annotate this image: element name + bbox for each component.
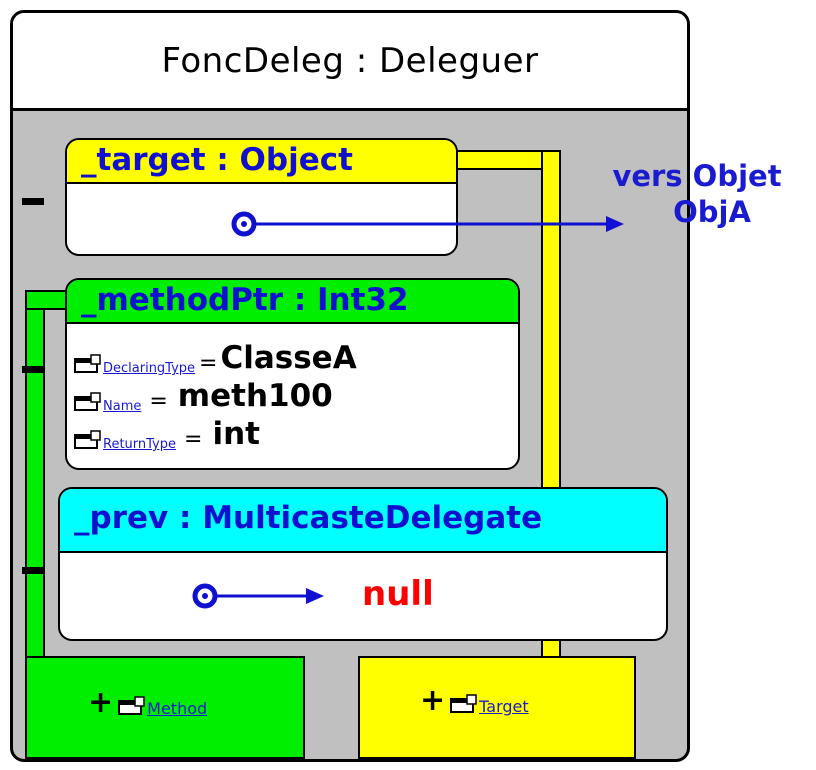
prev-null-value: null [362, 574, 434, 614]
method-properties: DeclaringType = ClasseA Name = meth100 R… [67, 324, 518, 452]
expand-target-plus-icon[interactable]: + [420, 683, 446, 718]
property-row: Name = meth100 [73, 376, 518, 414]
target-panel [358, 656, 636, 759]
target-reference-label: vers Objet ObjA [578, 158, 816, 230]
property-separator: = [149, 389, 168, 414]
property-row: DeclaringType = ClasseA [73, 338, 518, 376]
method-panel [25, 656, 305, 759]
prev-field-header: _prev : MulticasteDelegate [60, 489, 666, 553]
property-name-returntype[interactable]: ReturnType [103, 437, 176, 452]
target-field-header: _target : Object [67, 140, 456, 184]
target-pointer-arrow [231, 211, 624, 237]
delegate-title: FoncDeleg : Deleguer [13, 13, 687, 111]
method-field-header: _methodPtr : Int32 [67, 280, 518, 324]
property-separator: = [199, 351, 218, 376]
property-name-name[interactable]: Name [103, 399, 142, 414]
property-row: ReturnType = int [73, 414, 518, 452]
property-value-returntype: int [212, 416, 260, 452]
property-icon [118, 696, 145, 715]
prev-collapse-minus-icon[interactable] [22, 567, 44, 574]
property-name-declaringtype[interactable]: DeclaringType [103, 361, 196, 376]
target-reference-line2: ObjA [673, 195, 751, 229]
method-connector-top [25, 290, 75, 310]
method-field-box: _methodPtr : Int32 DeclaringType = Class… [65, 278, 520, 470]
target-field-box: _target : Object [65, 138, 458, 256]
property-icon [74, 354, 101, 373]
property-icon [450, 694, 477, 713]
property-value-name: meth100 [177, 378, 333, 414]
property-separator: = [184, 427, 203, 452]
target-link-group: + Target [420, 683, 529, 718]
method-link-group: + Method [88, 685, 208, 720]
arrow-icon [606, 216, 624, 232]
prev-pointer-arrow [192, 583, 324, 609]
method-collapse-minus-icon[interactable] [22, 366, 44, 373]
prev-field-box: _prev : MulticasteDelegate [58, 487, 668, 641]
expand-method-plus-icon[interactable]: + [88, 685, 114, 720]
method-link[interactable]: Method [147, 699, 208, 718]
arrow-icon [306, 588, 324, 604]
method-connector-vertical [25, 290, 45, 660]
property-icon [74, 392, 101, 411]
property-value-declaringtype: ClasseA [220, 340, 357, 376]
property-icon [74, 430, 101, 449]
target-reference-line1: vers Objet [612, 159, 782, 193]
target-link[interactable]: Target [479, 697, 529, 716]
target-collapse-minus-icon[interactable] [22, 198, 44, 205]
